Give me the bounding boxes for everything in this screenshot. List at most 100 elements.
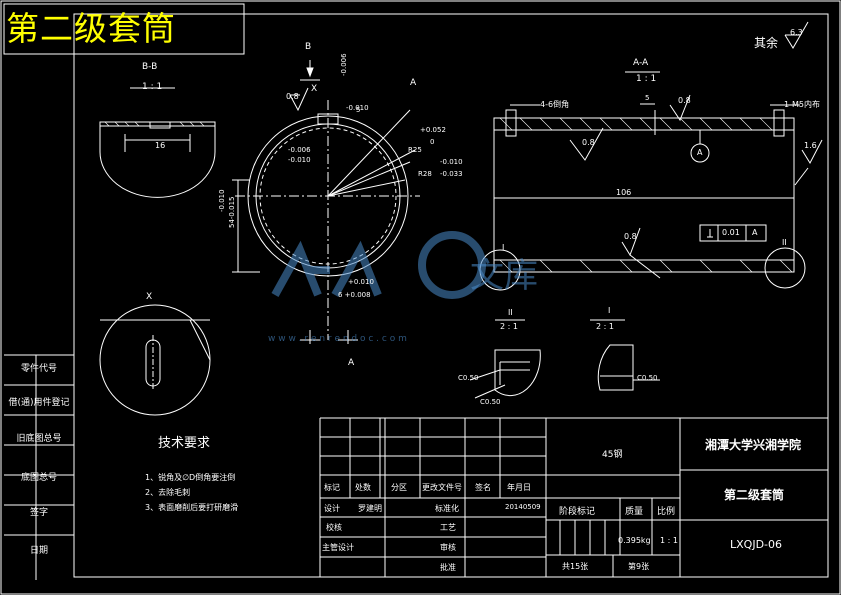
section-aa-dim-5: 5 (645, 94, 650, 102)
tb-sheets-total: 共15张 (562, 562, 589, 571)
detail-2-scale: 2 : 1 (500, 322, 518, 331)
side-block (4, 354, 74, 580)
tb-scale-label: 比例 (657, 507, 676, 517)
side-label-2: 旧底图总号 (16, 434, 62, 444)
main-tol-r28-2: -0.033 (440, 170, 463, 178)
tech-req-item-1: 1、锐角及∅D倒角要注倒 (145, 473, 236, 482)
title-block-lines (319, 417, 828, 577)
banner-frame (3, 3, 245, 55)
roughness-symbol-general (784, 21, 809, 49)
detail-2-view (469, 319, 541, 399)
tb-process-label: 工艺 (440, 523, 456, 532)
tb-header-count: 处数 (355, 483, 371, 492)
section-aa-roughness-mid: 0.8 (582, 138, 595, 147)
detail-1-chamfer: C0.50 (637, 374, 658, 382)
tb-design-label: 设计 (324, 504, 340, 513)
detail-x-view (99, 304, 211, 416)
section-aa-datum: A (697, 148, 703, 157)
main-tol-top1: -0.006 (340, 53, 348, 76)
detail-2-label: II (508, 308, 513, 317)
section-aa-roughness-bottom: 0.8 (624, 232, 637, 241)
detail-1-label: I (608, 306, 611, 315)
tb-review-label: 审核 (440, 543, 456, 552)
main-tol-left2: -0.010 (288, 156, 311, 164)
main-tol-bottom1: +0.010 (348, 278, 374, 286)
main-dim-r25: R25 (408, 146, 422, 154)
watermark-brand: 文库 (470, 256, 538, 296)
main-roughness-top: 0.8 (286, 92, 299, 101)
geom-tol-value: 0.01 (722, 228, 740, 237)
section-aa-note-right: 1-M5内布 (784, 100, 820, 109)
section-bb-label: B-B (142, 62, 158, 72)
section-bb-dim: 16 (155, 141, 166, 150)
main-tol-r25-2: 0 (430, 138, 435, 146)
side-label-4: 签字 (29, 508, 48, 518)
surface-note-label: 其余 (754, 36, 779, 50)
tb-design-date: 20140509 (505, 503, 541, 511)
detail-1-scale: 2 : 1 (596, 322, 614, 331)
detail-x-label: X (146, 292, 153, 302)
main-circular-view (232, 60, 420, 344)
watermark-logo (271, 231, 486, 299)
side-label-1: 借(通)用件登记 (8, 398, 70, 408)
tb-designer: 罗建明 (358, 504, 382, 513)
main-tol-top2: -0.010 (346, 104, 369, 112)
main-tol-bottom2: 6 +0.008 (338, 291, 371, 299)
view-marker-a: A (410, 78, 417, 88)
tb-weight: 0.395kg (618, 536, 651, 545)
tech-req-item-2: 2、去除毛刺 (145, 488, 191, 497)
tech-req-item-3: 3、表面磨削后要打研磨滑 (145, 503, 239, 512)
tb-header-mark: 标记 (324, 483, 340, 492)
surface-roughness-value: 6.3 (790, 28, 803, 37)
tb-header-date: 年月日 (507, 483, 531, 492)
section-aa-length: 106 (616, 188, 632, 197)
section-marker-a: A (348, 358, 355, 368)
main-dim-r28: R28 (418, 170, 432, 178)
tb-header-zone: 分区 (391, 483, 407, 492)
tech-req-title: 技术要求 (158, 436, 211, 451)
main-dim-5: 5 (356, 106, 361, 114)
tb-part-name: 第二级套筒 (724, 488, 785, 502)
section-aa-roughness-top: 0.8 (678, 96, 691, 105)
tb-header-change: 更改文件号 (422, 483, 462, 492)
section-aa-scale: 1 : 1 (636, 74, 657, 84)
tb-approve-label: 批准 (440, 563, 456, 572)
side-part-code-label: 零件代号 (20, 364, 57, 374)
main-tol-r25-1: +0.052 (420, 126, 446, 134)
detail-marker-2: II (782, 238, 787, 247)
tb-scale: 1 : 1 (660, 536, 678, 545)
tb-weight-label: 质量 (625, 507, 644, 517)
tb-check-label: 校核 (326, 523, 342, 532)
section-aa-roughness-right: 1.6 (804, 141, 817, 150)
detail-2-chamfer1: C0.50 (458, 374, 479, 382)
geom-tol-datum: A (752, 228, 758, 237)
side-label-3: 底图总号 (20, 473, 57, 483)
tb-header-sign: 签名 (475, 483, 491, 492)
detail-marker-1: I (502, 243, 505, 252)
detail-1-view (590, 319, 660, 391)
tb-chief-label: 主管设计 (322, 543, 354, 552)
section-bb-view (99, 87, 216, 198)
main-dia-tol2: 54-0.015 (228, 196, 236, 228)
tb-sheet-no: 第9张 (628, 562, 650, 571)
section-aa-note-left: 4-6倒角 (540, 100, 570, 109)
side-label-5: 日期 (29, 546, 48, 556)
tb-school: 湘潭大学兴湘学院 (705, 438, 802, 452)
main-tol-r28-1: -0.010 (440, 158, 463, 166)
detail-2-chamfer2: C0.50 (480, 398, 501, 406)
view-marker-b: B (305, 42, 312, 52)
view-marker-x: X (311, 84, 318, 94)
watermark-url: w w w . r e n r e n d o c . c o m (268, 334, 407, 344)
section-aa-label: A-A (633, 58, 649, 68)
drawing-title-banner: 第二级套筒 (6, 9, 176, 48)
section-bb-scale: 1 : 1 (142, 82, 163, 92)
tb-drawing-no: LXQJD-06 (730, 538, 783, 551)
main-tol-left1: -0.006 (288, 146, 311, 154)
tb-material: 45钢 (602, 450, 623, 460)
tb-stage-mark: 阶段标记 (559, 507, 596, 517)
inner-frame (73, 13, 829, 578)
main-dia-tol1: -0.010 (218, 189, 226, 212)
section-aa-view (479, 71, 823, 291)
